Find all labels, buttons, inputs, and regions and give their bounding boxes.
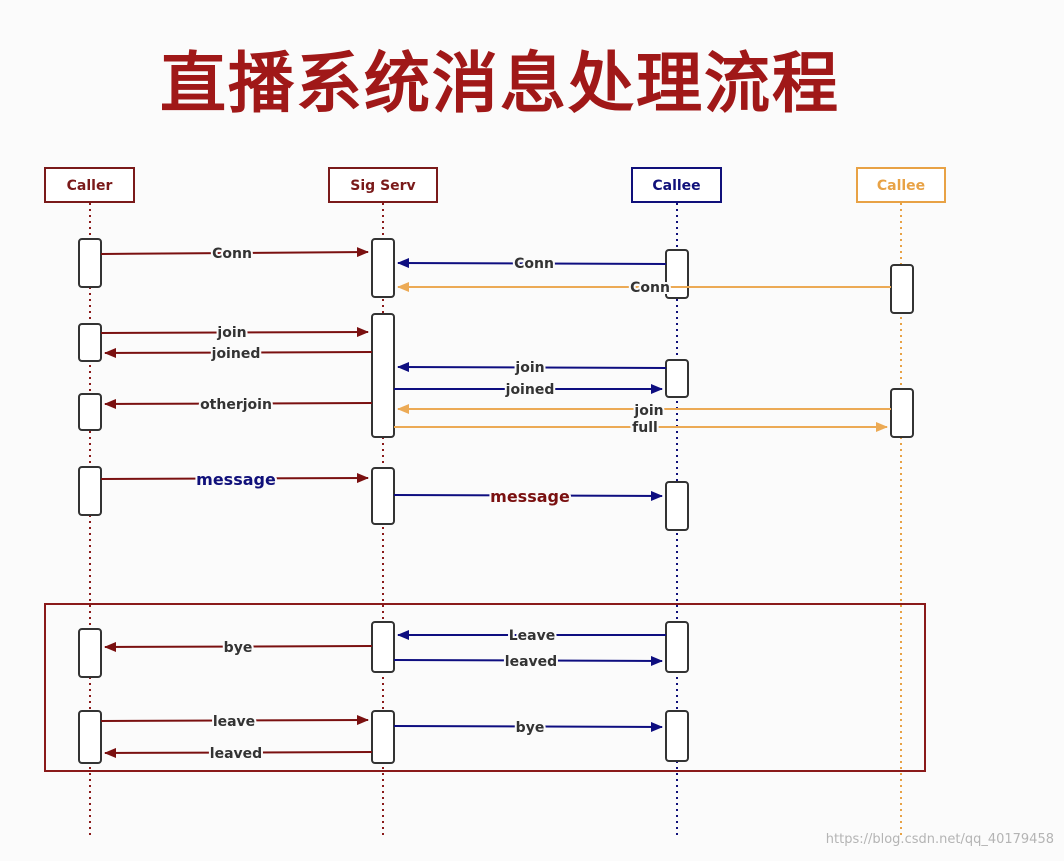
activation-caller xyxy=(78,393,102,431)
activation-server xyxy=(371,710,395,764)
activation-caller xyxy=(78,238,102,288)
activation-server xyxy=(371,467,395,525)
participant-callee2: Callee xyxy=(856,167,946,203)
message-arrow xyxy=(100,473,369,484)
message-arrow xyxy=(100,247,369,258)
message-label: joined xyxy=(211,346,261,362)
message-label: message xyxy=(490,487,570,506)
participant-callee: Callee xyxy=(631,167,722,203)
message-arrow xyxy=(100,327,369,338)
message-label: bye xyxy=(224,640,253,656)
message-arrow xyxy=(393,721,663,732)
message-label: leaved xyxy=(210,746,262,762)
message-arrow xyxy=(104,398,373,409)
activation-callee2 xyxy=(890,388,914,438)
message-label: Leave xyxy=(509,628,555,644)
message-label: message xyxy=(196,470,276,489)
message-label: otherjoin xyxy=(200,397,272,413)
message-arrow xyxy=(104,347,373,358)
message-label: full xyxy=(632,420,658,436)
message-label: Conn xyxy=(630,280,670,296)
teardown-frame xyxy=(44,603,926,772)
watermark: https://blog.csdn.net/qq_40179458 xyxy=(825,832,1054,847)
message-arrow xyxy=(397,362,667,373)
message-label: Conn xyxy=(514,256,554,272)
activation-callee xyxy=(665,359,689,398)
participant-callee-label: Callee xyxy=(652,178,700,194)
activation-caller xyxy=(78,628,102,678)
participant-server: Sig Serv xyxy=(328,167,438,203)
message-arrow xyxy=(397,258,667,269)
participant-callee2-label: Callee xyxy=(877,178,925,194)
activation-server xyxy=(371,621,395,673)
activation-caller xyxy=(78,466,102,516)
participant-caller-label: Caller xyxy=(67,178,113,194)
message-label: leave xyxy=(213,714,255,730)
message-label: bye xyxy=(516,720,545,736)
message-arrow xyxy=(104,747,373,758)
message-arrow xyxy=(393,490,663,501)
activation-caller xyxy=(78,323,102,362)
activation-callee xyxy=(665,621,689,673)
message-label: leaved xyxy=(505,654,557,670)
participant-server-label: Sig Serv xyxy=(350,178,415,194)
message-arrow xyxy=(100,715,369,726)
activation-caller xyxy=(78,710,102,764)
activation-server xyxy=(371,238,395,298)
message-arrow xyxy=(393,655,663,666)
message-label: joined xyxy=(505,382,555,398)
page-title: 直播系统消息处理流程 xyxy=(160,45,840,122)
message-arrow xyxy=(104,641,373,652)
activation-callee xyxy=(665,710,689,762)
message-label: join xyxy=(633,403,663,419)
activation-callee xyxy=(665,481,689,531)
message-label: join xyxy=(514,360,544,376)
activation-server xyxy=(371,313,395,438)
activation-callee2 xyxy=(890,264,914,314)
message-label: join xyxy=(216,325,246,341)
participant-caller: Caller xyxy=(44,167,135,203)
message-label: Conn xyxy=(212,246,252,262)
